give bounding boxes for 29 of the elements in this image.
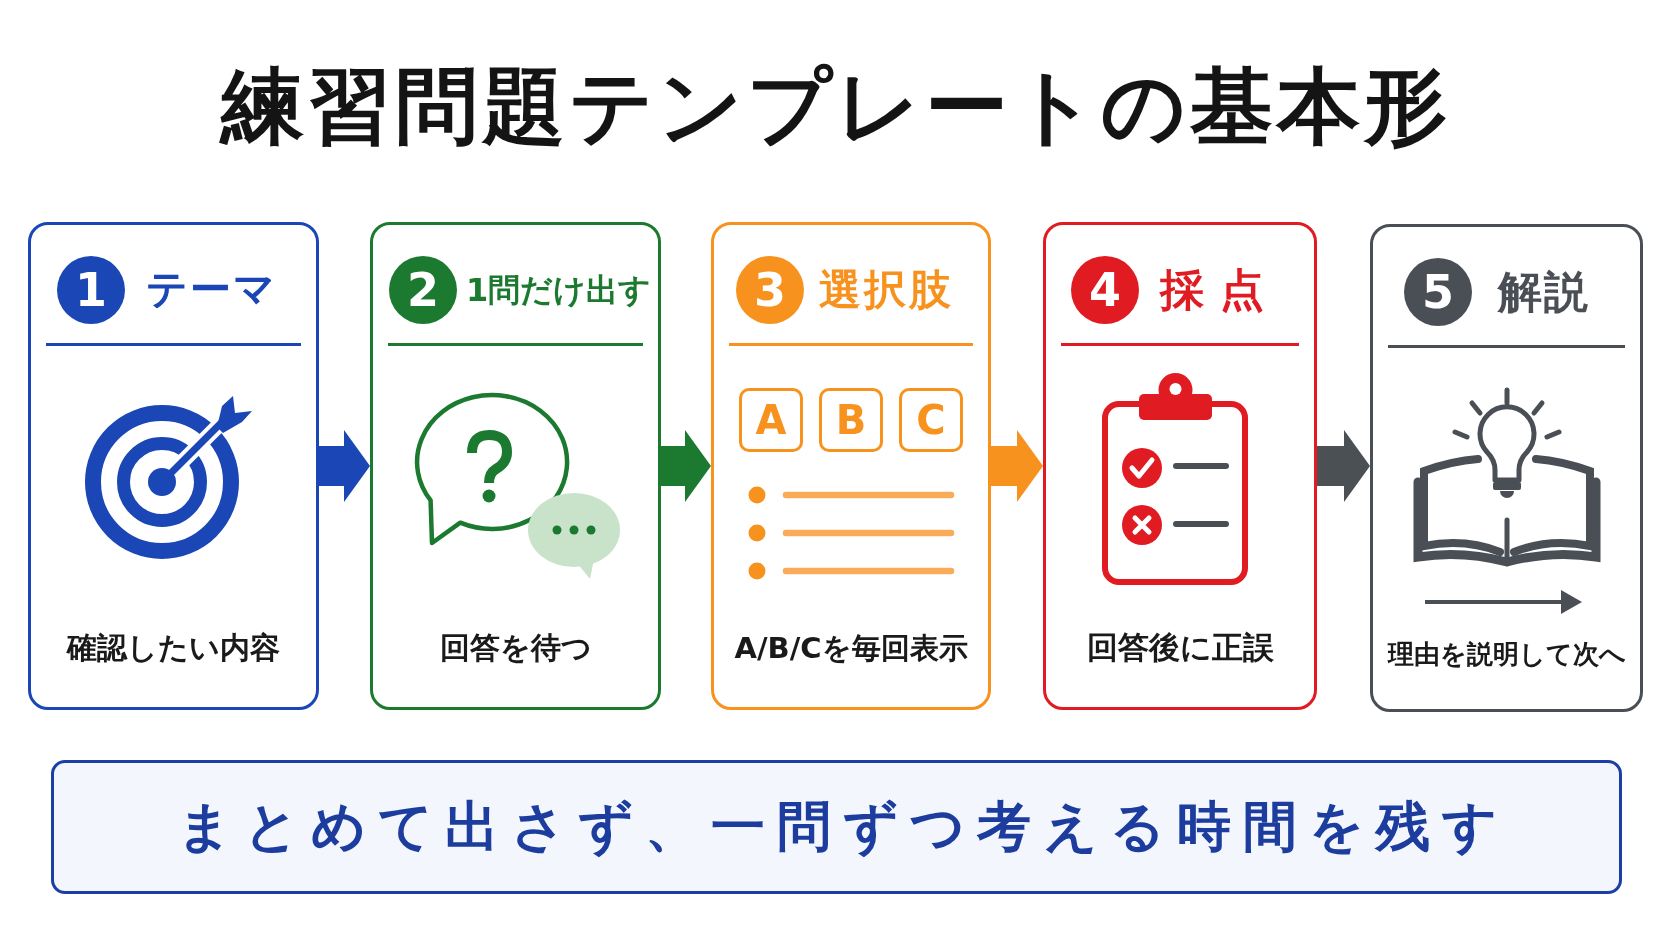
step-card xyxy=(1043,222,1317,710)
card-caption: 理由を説明して次へ xyxy=(1387,639,1626,671)
flow-arrow xyxy=(661,430,711,502)
number-badge: 3 xyxy=(736,256,804,324)
number-badge: 2 xyxy=(389,256,457,324)
number-badge: 5 xyxy=(1404,258,1472,326)
flow-arrow xyxy=(319,430,370,502)
step-card xyxy=(28,222,319,710)
step-card xyxy=(711,222,991,710)
card-caption: A/B/Cを毎回表示 xyxy=(734,630,968,666)
flow-arrow xyxy=(1317,430,1370,502)
flow-arrow xyxy=(991,430,1043,502)
card-heading: 採点 xyxy=(1160,263,1280,317)
card-heading: 1問だけ出す xyxy=(466,270,652,310)
card-caption: 回答を待つ xyxy=(439,630,592,666)
step-card xyxy=(1370,224,1643,712)
option-box: A xyxy=(739,388,803,452)
card-caption: 確認したい内容 xyxy=(67,630,280,666)
title: 練習問題テンプレートの基本形 xyxy=(221,57,1451,157)
card-heading: 解説 xyxy=(1498,265,1590,319)
card-heading: テーマ xyxy=(146,265,277,315)
card-heading: 選択肢 xyxy=(819,264,954,316)
message-banner: まとめて出さず、一問ずつ考える時間を残す xyxy=(51,760,1622,894)
option-box: B xyxy=(819,388,883,452)
number-badge: 1 xyxy=(57,256,125,324)
card-caption: 回答後に正誤 xyxy=(1086,629,1274,667)
step-card xyxy=(370,222,661,710)
option-box: C xyxy=(899,388,963,452)
number-badge: 4 xyxy=(1071,256,1139,324)
